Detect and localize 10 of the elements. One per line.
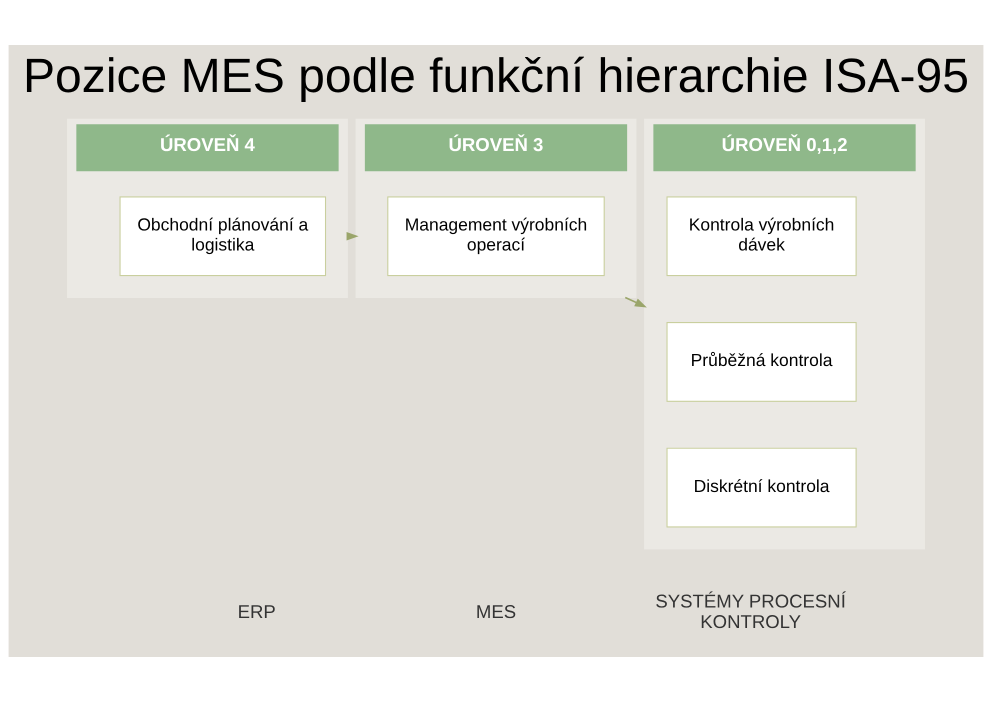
diagram-title: Pozice MES podle funkční hierarchie ISA-95 <box>22 49 970 104</box>
node-box: Obchodní plánování a logistika <box>120 196 326 276</box>
node-box: Kontrola výrobních dávek <box>666 196 857 276</box>
label: ERP <box>238 600 276 622</box>
arrow <box>624 296 647 308</box>
node-box: Průběžná kontrola <box>666 322 857 402</box>
node-box: Management výrobních operací <box>387 196 605 276</box>
node-box: Diskrétní kontrola <box>666 448 857 528</box>
label: SYSTÉMY PROCESNÍ KONTROLY <box>655 590 846 632</box>
label: MES <box>476 600 516 622</box>
